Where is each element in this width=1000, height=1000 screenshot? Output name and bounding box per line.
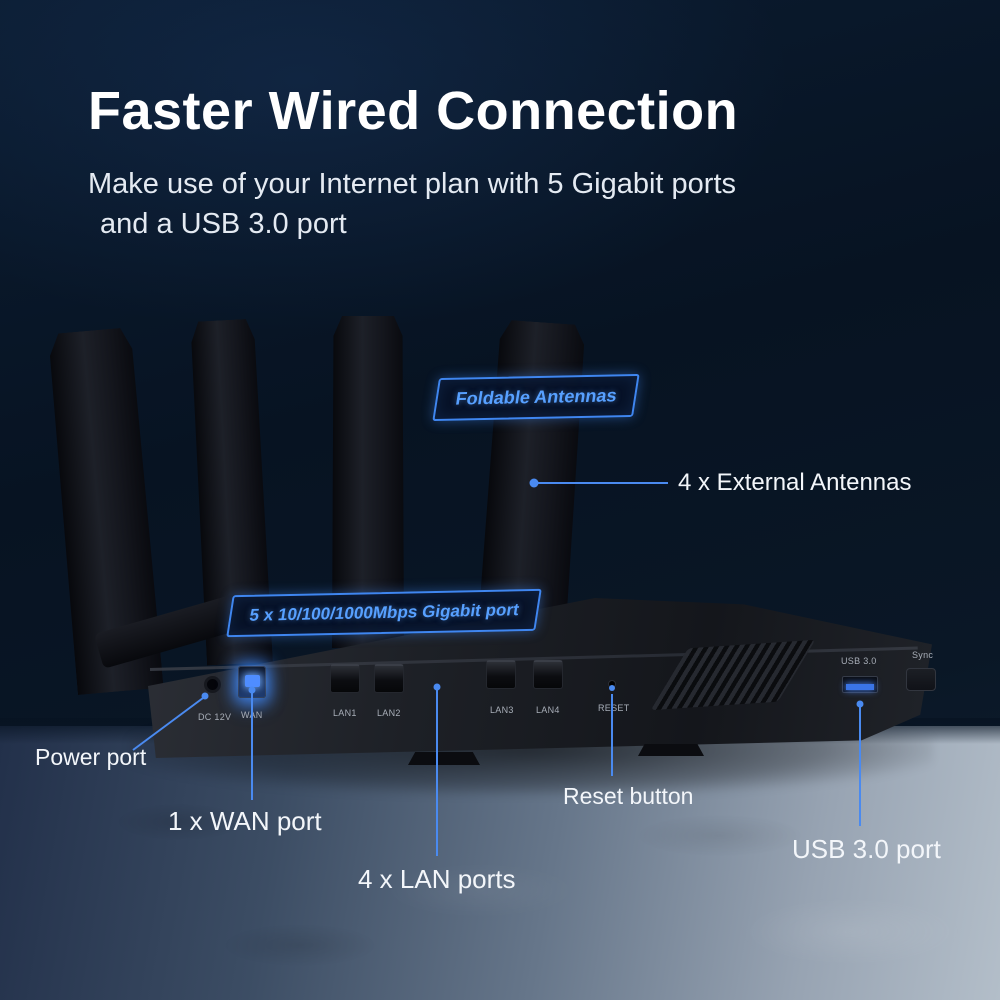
label-external-antennas: 4 x External Antennas <box>678 469 912 496</box>
label-wan-port: 1 x WAN port <box>168 806 322 836</box>
wan-port <box>238 666 266 698</box>
port-label-usb: USB 3.0 <box>841 656 877 666</box>
port-label-lan4: LAN4 <box>536 705 560 715</box>
label-lan-ports: 4 x LAN ports <box>358 864 516 894</box>
label-power-port: Power port <box>35 744 147 770</box>
lan-port-2 <box>374 664 404 693</box>
port-label-lan3: LAN3 <box>490 705 514 715</box>
badge-foldable-antennas: Foldable Antennas <box>432 373 641 422</box>
port-label-dc: DC 12V <box>198 712 232 722</box>
page-title: Faster Wired Connection <box>88 81 739 141</box>
subtitle-line-2: and a USB 3.0 port <box>100 208 347 241</box>
label-reset-button: Reset button <box>563 783 694 809</box>
lan-port-1 <box>330 664 360 693</box>
label-usb-port: USB 3.0 port <box>792 834 941 864</box>
port-label-lan1: LAN1 <box>333 708 357 718</box>
lan-port-4 <box>533 660 563 689</box>
dc-power-jack <box>204 676 221 693</box>
reset-pinhole <box>608 680 616 688</box>
port-label-wan: WAN <box>241 710 263 720</box>
subtitle-line-1: Make use of your Internet plan with 5 Gi… <box>88 168 737 200</box>
port-label-lan2: LAN2 <box>377 708 401 718</box>
port-label-reset: RESET <box>598 703 630 713</box>
sync-button <box>906 668 936 691</box>
usb-3-port <box>842 676 878 693</box>
lan-port-3 <box>486 660 516 689</box>
port-label-sync: Sync <box>912 650 934 660</box>
router-foot <box>638 744 704 756</box>
wan-port-light <box>245 675 260 687</box>
usb-port-tab <box>846 684 874 690</box>
router-foot <box>408 752 480 765</box>
badge-gigabit-ports: 5 x 10/100/1000Mbps Gigabit port <box>226 588 543 638</box>
subtitle: Make use of your Internet plan with 5 Gi… <box>88 164 736 244</box>
